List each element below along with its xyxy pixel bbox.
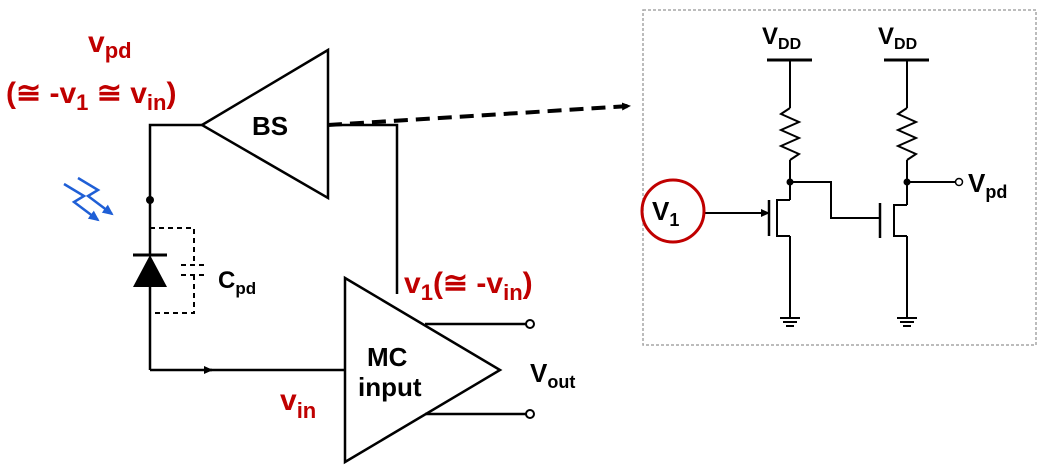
v1-circled-label: V1 (652, 196, 679, 230)
resistor-left-icon (778, 107, 802, 161)
light-rays-icon (63, 176, 114, 222)
inter-stage-wire (790, 181, 880, 219)
vpd-approx-label: (≅ -v1 ≅ vin) (6, 77, 176, 115)
bs-output-wire (328, 123, 399, 294)
vdd-right-label: VDD (878, 23, 917, 53)
bs-input-wire (148, 123, 202, 200)
nmos-left-channel (776, 199, 790, 237)
mc-input-triangle (343, 275, 503, 465)
panel-border (642, 9, 1037, 346)
vout-label: Vout (530, 358, 575, 392)
photodiode-icon (133, 255, 167, 287)
nmos-right-channel (893, 204, 907, 237)
left-circuit: vpd (≅ -v1 ≅ vin) BS Cpd (6, 26, 631, 465)
ground-right-icon (897, 317, 917, 327)
mc-label-input: input (358, 372, 422, 402)
vdd-left-label: VDD (762, 23, 801, 53)
output-top-terminal (525, 319, 535, 329)
vpd-label: vpd (88, 26, 132, 63)
vpd-out-label: Vpd (968, 168, 1007, 202)
resistor-right-icon (895, 107, 919, 161)
cpd-label: Cpd (218, 267, 256, 298)
cpd-capacitor-icon (150, 227, 207, 314)
zoom-dashed-arrow (327, 102, 631, 127)
v1-highlight-circle (640, 178, 706, 244)
mc-label: MC (367, 342, 408, 372)
bs-schematic-panel: VDD VDD (640, 9, 1037, 346)
bs-label: BS (252, 111, 288, 141)
ground-left-icon (780, 317, 800, 327)
vin-label: vin (280, 384, 316, 423)
vpd-terminal (954, 177, 964, 187)
v1-label: v1(≅ -vin) (404, 267, 533, 305)
output-bottom-terminal (525, 409, 535, 419)
